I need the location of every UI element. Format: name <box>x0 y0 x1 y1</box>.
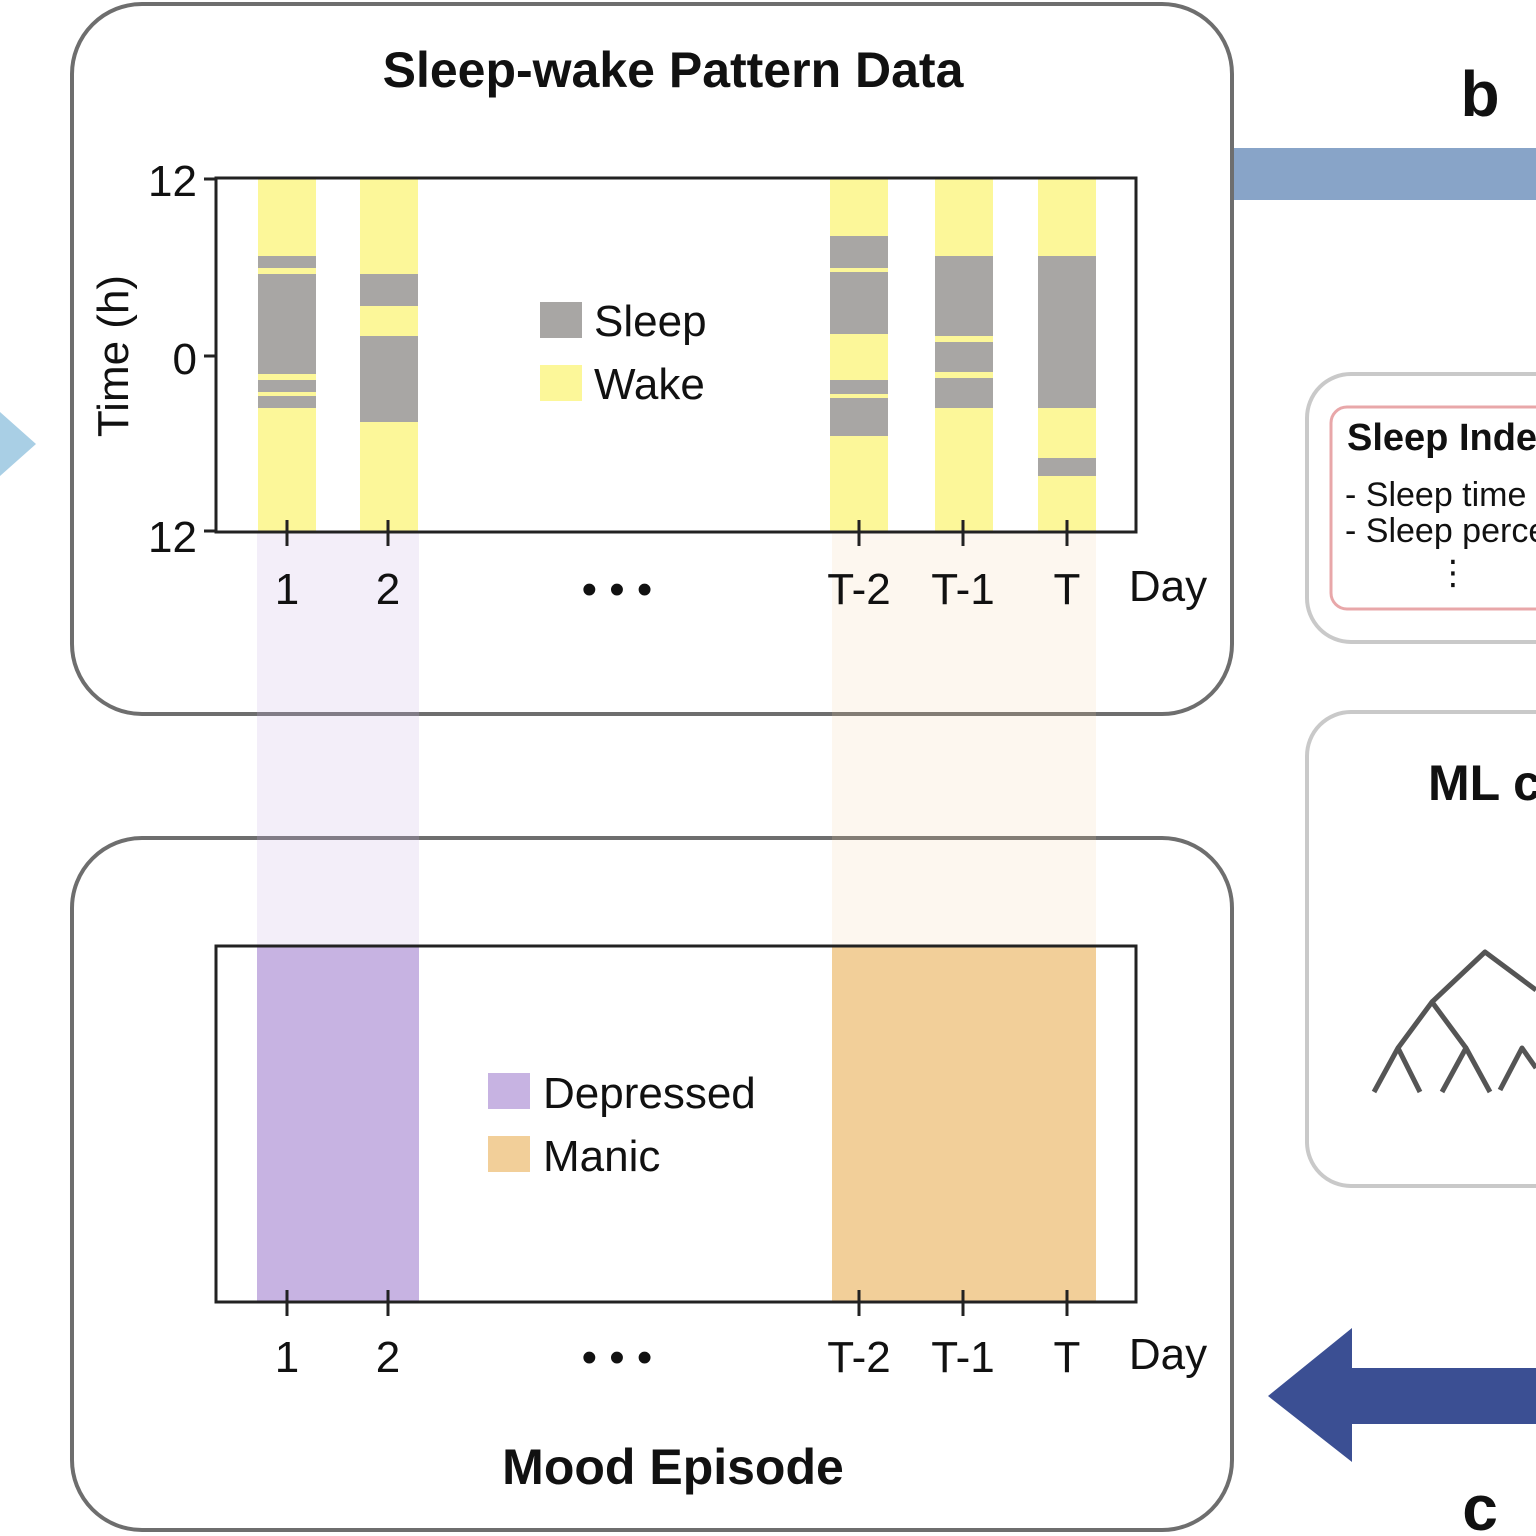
sleep-index-item: - Sleep time <box>1345 476 1526 514</box>
incoming-arrow-icon <box>0 412 36 476</box>
sleep-segment <box>258 274 316 374</box>
depressed-connector <box>257 532 419 946</box>
sleep-index-more: ⋮ <box>1436 554 1470 592</box>
legend-label-depressed: Depressed <box>543 1069 756 1118</box>
ytick-bottom: 12 <box>148 513 197 562</box>
wake-bar <box>830 178 888 532</box>
sleep-segment <box>830 398 888 436</box>
sleep-segment <box>258 380 316 392</box>
mood-plot: 1 2 • • • T-2 T-1 T Day Depressed Manic <box>214 944 1207 1382</box>
sleep-segment <box>830 272 888 334</box>
mood-xtick-day-2: 2 <box>376 1333 400 1382</box>
sleep-segment <box>830 380 888 394</box>
sleep-wake-title: Sleep-wake Pattern Data <box>383 42 965 98</box>
mood-box <box>70 836 1234 1532</box>
sleep-index-inner-box <box>1329 405 1536 611</box>
panel-label-c: c <box>1462 1472 1498 1536</box>
mood-plot-frame <box>214 944 1138 1304</box>
manic-band <box>832 946 1096 1302</box>
sleep-segment <box>935 342 993 372</box>
legend-swatch-wake <box>540 365 582 401</box>
legend-label-sleep: Sleep <box>594 297 707 346</box>
sleep-segment <box>258 396 316 408</box>
sleep-index-item: - Sleep perce <box>1345 512 1536 550</box>
sleep-segment <box>1038 458 1096 476</box>
legend-swatch-manic <box>488 1136 530 1172</box>
legend-swatch-sleep <box>540 302 582 338</box>
mood-xtick-day-t-1: T-1 <box>931 1333 995 1382</box>
mood-xtick-ellipsis: • • • <box>582 1333 653 1382</box>
xtick-day-t: T <box>1054 565 1081 614</box>
sleep-segment <box>360 336 418 422</box>
top-connector-bar <box>1232 148 1536 200</box>
mood-xtick-day-1: 1 <box>275 1333 299 1382</box>
legend-label-manic: Manic <box>543 1132 660 1181</box>
sleep-segment <box>830 236 888 268</box>
legend-swatch-depressed <box>488 1073 530 1109</box>
sleep-wake-box <box>70 2 1234 716</box>
depressed-band <box>257 946 419 1302</box>
mood-x-axis-label: Day <box>1129 1330 1207 1379</box>
mood-episode-title: Mood Episode <box>502 1439 844 1495</box>
xtick-day-t-2: T-2 <box>827 565 891 614</box>
panel-label-b: b <box>1460 58 1499 130</box>
xtick-day-t-1: T-1 <box>931 565 995 614</box>
sleep-segment <box>935 256 993 336</box>
x-axis-label: Day <box>1129 562 1207 611</box>
sleep-wake-plot: Time (h) 12 0 12 1 2 • • • T-2 T-1 T Day… <box>89 157 1207 614</box>
ytick-top: 12 <box>148 157 197 206</box>
sleep-segment <box>360 274 418 306</box>
ml-title: ML c <box>1428 755 1536 811</box>
mood-xtick-day-t-2: T-2 <box>827 1333 891 1382</box>
sleep-segment <box>258 256 316 268</box>
ml-box <box>1305 710 1536 1188</box>
sleep-segment <box>1038 256 1096 408</box>
y-axis-label: Time (h) <box>89 275 138 437</box>
sleep-wake-plot-frame <box>214 176 1138 534</box>
sleep-index-title: Sleep Inde <box>1347 417 1536 459</box>
sleep-index-outer-box <box>1305 372 1536 644</box>
sleep-segment <box>935 378 993 408</box>
bottom-arrow-icon <box>1268 1328 1536 1462</box>
xtick-day-2: 2 <box>376 565 400 614</box>
legend-label-wake: Wake <box>594 360 705 409</box>
xtick-day-1: 1 <box>275 565 299 614</box>
mood-xtick-day-t: T <box>1054 1333 1081 1382</box>
xtick-ellipsis: • • • <box>582 565 653 614</box>
ytick-middle: 0 <box>173 335 197 384</box>
decision-tree-icon <box>1371 949 1536 1094</box>
manic-connector <box>832 532 1096 946</box>
